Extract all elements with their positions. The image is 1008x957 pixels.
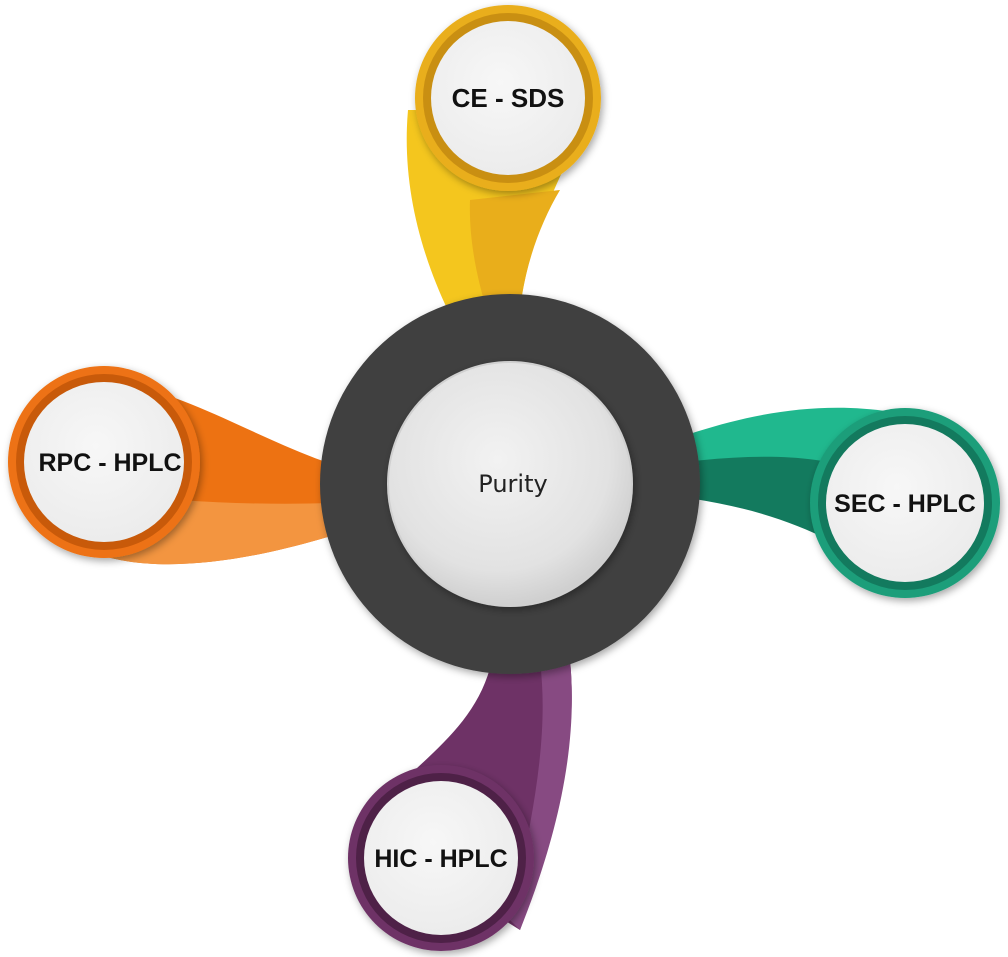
node-rpc-hplc: RPC - HPLC [8,366,200,558]
node-label: HIC - HPLC [374,845,507,873]
node-hic-hplc: HIC - HPLC [348,765,534,951]
node-label: CE - SDS [452,83,565,113]
center-hub: Purity [387,361,633,607]
node-ce-sds: CE - SDS [415,5,601,191]
node-sec-hplc: SEC - HPLC [810,408,1000,598]
node-label: RPC - HPLC [38,449,181,477]
node-label: SEC - HPLC [834,490,976,518]
center-label: Purity [478,470,547,498]
